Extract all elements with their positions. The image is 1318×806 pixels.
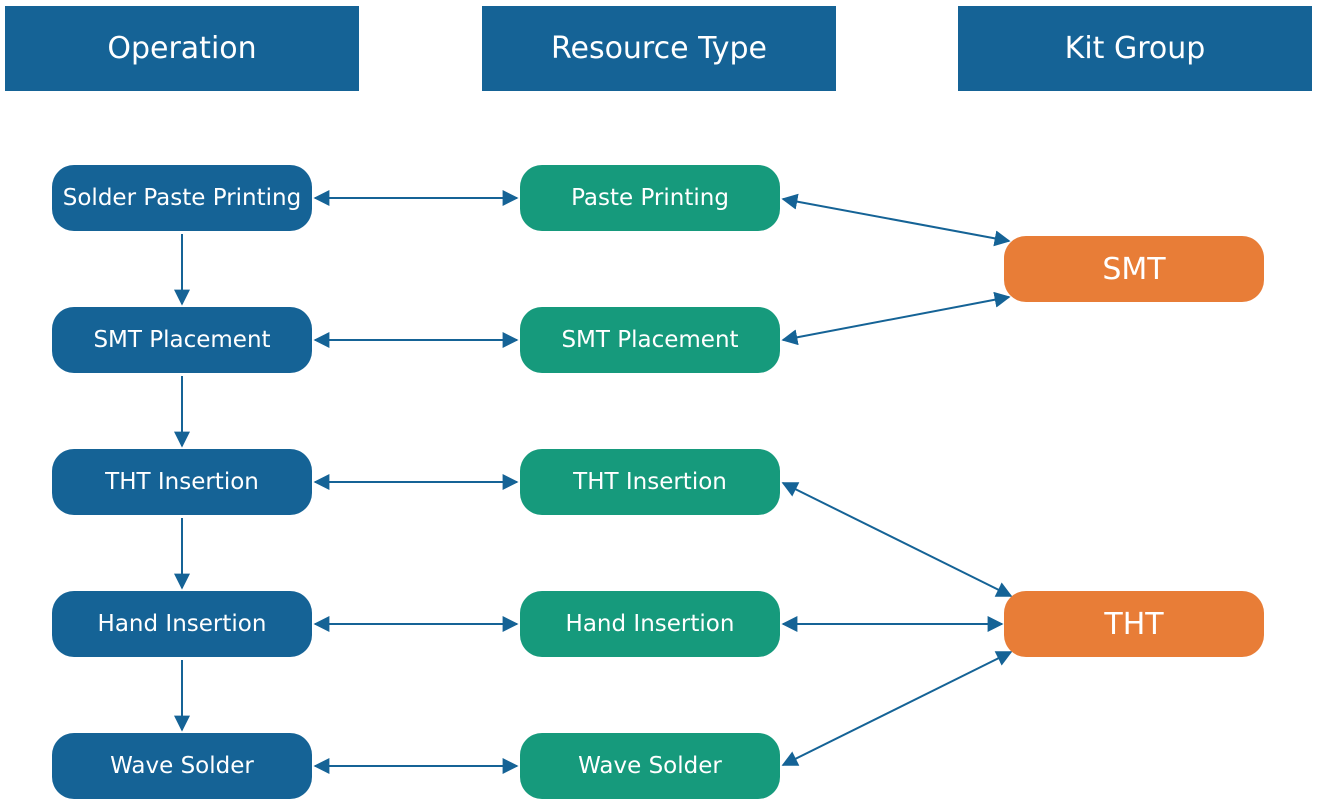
kit-group-column-header: Kit Group (958, 6, 1312, 91)
link-rt-0-kg-smt (781, 193, 1011, 247)
resource-type-node-hand-insertion: Hand Insertion (520, 591, 780, 657)
resource-type-node-wave-solder: Wave Solder (520, 733, 780, 799)
operation-node-smt-placement: SMT Placement (52, 307, 312, 373)
operation-node-tht-insertion: THT Insertion (52, 449, 312, 515)
operation-node-hand-insertion: Hand Insertion (52, 591, 312, 657)
operation-node-wave-solder: Wave Solder (52, 733, 312, 799)
link-rt-2-kg-tht (781, 482, 1013, 597)
resource-type-node-tht-insertion: THT Insertion (520, 449, 780, 515)
resource-type-column-header: Resource Type (482, 6, 836, 91)
operation-node-solder-paste-printing: Solder Paste Printing (52, 165, 312, 231)
link-rt-1-kg-smt (781, 291, 1011, 346)
resource-type-node-smt-placement: SMT Placement (520, 307, 780, 373)
resource-type-node-paste-printing: Paste Printing (520, 165, 780, 231)
kit-group-node-tht: THT (1004, 591, 1264, 657)
operation-column-header: Operation (5, 6, 359, 91)
link-rt-4-kg-tht (781, 651, 1013, 766)
kit-group-node-smt: SMT (1004, 236, 1264, 302)
